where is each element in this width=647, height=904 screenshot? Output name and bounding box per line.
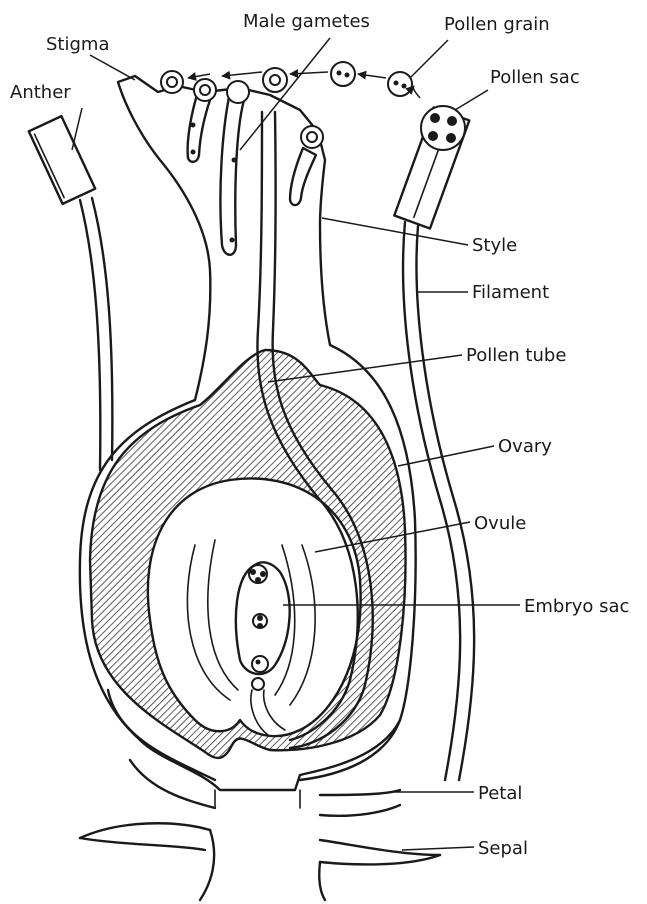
label-ovule: Ovule (474, 513, 526, 534)
leader-style (322, 218, 468, 245)
leader-stigma (90, 55, 135, 80)
label-anther: Anther (10, 82, 71, 103)
label-pollen-grain: Pollen grain (444, 14, 550, 35)
leader-anther (72, 108, 82, 150)
sepals (80, 823, 440, 900)
leader-sepal (402, 847, 474, 850)
label-stigma: Stigma (46, 34, 109, 55)
label-petal: Petal (478, 783, 522, 804)
label-sepal: Sepal (478, 838, 528, 859)
label-embryo-sac: Embryo sac (524, 596, 629, 617)
label-pollen-tube: Pollen tube (466, 345, 566, 366)
left-stamen (29, 116, 113, 470)
leader-pollen-grain (410, 40, 448, 78)
leader-ovary (398, 446, 494, 466)
label-pollen-sac: Pollen sac (490, 67, 580, 88)
label-male-gametes: Male gametes (243, 11, 370, 32)
leader-pollen-sac (455, 90, 488, 110)
label-style: Style (472, 235, 517, 256)
ovary-wall (90, 350, 406, 758)
receptacle (215, 790, 300, 808)
label-filament: Filament (472, 282, 549, 303)
label-ovary: Ovary (498, 436, 552, 457)
pollen-sac-cross-section (421, 106, 465, 150)
